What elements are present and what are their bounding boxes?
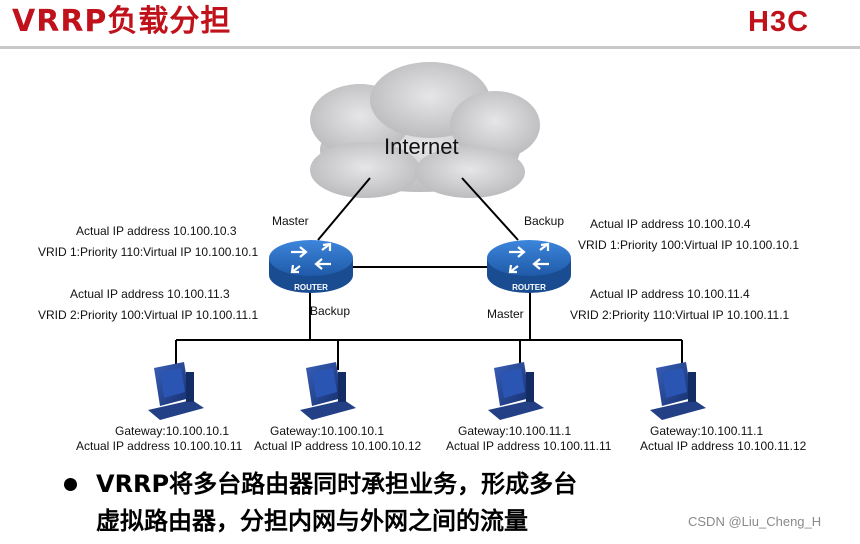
- brand-logo: H3C: [748, 6, 810, 38]
- host-2-actual-ip: Actual IP address 10.100.10.12: [254, 439, 422, 453]
- slide-title: VRRP负载分担: [12, 4, 232, 39]
- bullet-line-2: 虚拟路由器，分担内网与外网之间的流量: [96, 507, 528, 535]
- network-links: [175, 177, 683, 370]
- bullet-dot: [64, 478, 77, 491]
- pc-host-2-icon: [300, 362, 356, 420]
- host-3-gateway: Gateway:10.100.11.1: [458, 424, 572, 438]
- router-left-vrid1-role: Master: [272, 214, 309, 228]
- router-right-actual-ip-1: Actual IP address 10.100.10.4: [590, 217, 751, 231]
- router-right-actual-ip-2: Actual IP address 10.100.11.4: [590, 287, 750, 301]
- bullet-paragraph: VRRP将多台路由器同时承担业务，形成多台 虚拟路由器，分担内网与外网之间的流量: [96, 466, 796, 540]
- router-right-icon: [487, 240, 571, 293]
- router-left-vrid2-role: Backup: [310, 304, 351, 318]
- host-1-gateway: Gateway:10.100.10.1: [115, 424, 230, 438]
- router-left-vrid1-config: VRID 1:Priority 110:Virtual IP 10.100.10…: [38, 245, 259, 259]
- router-right-badge: ROUTER: [512, 283, 546, 292]
- header-divider: [0, 46, 860, 49]
- host-2-gateway: Gateway:10.100.10.1: [270, 424, 385, 438]
- host-1-actual-ip: Actual IP address 10.100.10.11: [76, 439, 243, 453]
- internet-label: Internet: [384, 134, 459, 159]
- router-left-actual-ip-1: Actual IP address 10.100.10.3: [76, 224, 237, 238]
- router-right-vrid1-config: VRID 1:Priority 100:Virtual IP 10.100.10…: [578, 238, 800, 252]
- router-left-icon: [269, 240, 353, 293]
- router-right-vrid1-role: Backup: [524, 214, 565, 228]
- pc-host-4-icon: [650, 362, 706, 420]
- host-4-gateway: Gateway:10.100.11.1: [650, 424, 764, 438]
- host-3-actual-ip: Actual IP address 10.100.11.11: [446, 439, 612, 453]
- pc-host-3-icon: [488, 362, 544, 420]
- router-right-vrid2-role: Master: [487, 307, 524, 321]
- internet-cloud: [310, 62, 540, 198]
- router-left-vrid2-config: VRID 2:Priority 100:Virtual IP 10.100.11…: [38, 308, 259, 322]
- router-left-actual-ip-2: Actual IP address 10.100.11.3: [70, 287, 230, 301]
- router-right-vrid2-config: VRID 2:Priority 110:Virtual IP 10.100.11…: [570, 308, 790, 322]
- watermark: CSDN @Liu_Cheng_H: [688, 514, 822, 529]
- host-4-actual-ip: Actual IP address 10.100.11.12: [640, 439, 807, 453]
- router-left-badge: ROUTER: [294, 283, 328, 292]
- bullet-line-1: VRRP将多台路由器同时承担业务，形成多台: [96, 470, 578, 498]
- pc-host-1-icon: [148, 362, 204, 420]
